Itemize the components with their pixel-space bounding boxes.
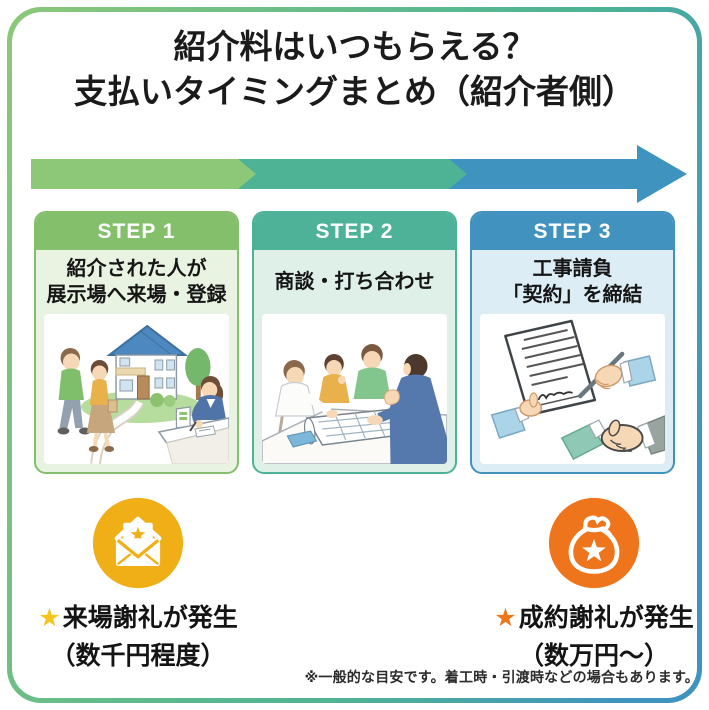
step-card-3: STEP 3 工事請負 「契約」を締結 — [470, 211, 675, 474]
house-icon — [106, 324, 189, 407]
reward-visit-amount: （数千円程度） — [50, 642, 226, 670]
customer-man-green — [353, 344, 391, 399]
arrow-segment-blue — [449, 145, 687, 203]
timeline-arrow — [31, 145, 687, 203]
reception-desk — [157, 401, 229, 464]
visitor-man — [57, 348, 91, 435]
step-card-1: STEP 1 紹介された人が 展示場へ来場・登録 — [34, 211, 239, 474]
page-title: 紹介料はいつもらえる？ 支払いタイミングまとめ（紹介者側） — [0, 25, 709, 115]
step3-desc-line2: 「契約」を締結 — [502, 284, 643, 306]
star-on-bag — [582, 538, 606, 562]
steps-row: STEP 1 紹介された人が 展示場へ来場・登録 — [34, 211, 675, 474]
title-line-1: 紹介料はいつもらえる？ — [173, 28, 536, 65]
title-line-2: 支払いタイミングまとめ（紹介者側） — [74, 72, 635, 110]
reward-contract-amount: （数万円〜） — [518, 642, 669, 670]
reward-visit-line1: ★来場謝礼が発生 — [32, 598, 244, 634]
step2-desc-line1: 商談・打ち合わせ — [274, 270, 435, 293]
reward-visit-title: 来場謝礼が発生 — [62, 604, 238, 632]
reward-visit: ★来場謝礼が発生 （数千円程度） — [32, 497, 244, 672]
signing-hand-with-pen — [578, 351, 657, 399]
step1-header: STEP 1 — [36, 213, 237, 250]
arrow-segment-teal — [238, 159, 467, 189]
tablet — [286, 430, 318, 448]
footnote: ※一般的な目安です。着工時・引渡時などの場合もあります。 — [304, 669, 699, 685]
step2-header: STEP 2 — [254, 213, 455, 250]
contract-document — [504, 319, 597, 417]
step1-illustration — [44, 314, 229, 464]
handshake-icon — [560, 415, 665, 460]
customer-woman-yellow — [318, 354, 350, 403]
salesman-blue — [367, 354, 447, 464]
visitor-woman — [86, 360, 118, 452]
star-icon: ★ — [494, 604, 517, 632]
star-icon: ★ — [38, 604, 61, 632]
money-bag-icon — [548, 497, 640, 589]
step1-desc-line2: 展示場へ来場・登録 — [46, 284, 227, 306]
reward-contract: ★成約謝礼が発生 （数万円〜） — [488, 497, 700, 672]
star-on-letter — [130, 526, 146, 542]
reward-contract-title: 成約謝礼が発生 — [518, 604, 694, 632]
envelope-star-icon — [92, 497, 184, 589]
step3-illustration — [480, 314, 665, 464]
step2-description: 商談・打ち合わせ — [254, 250, 455, 314]
step3-header: STEP 3 — [472, 213, 673, 250]
step1-description: 紹介された人が 展示場へ来場・登録 — [36, 250, 237, 314]
holding-hand — [490, 392, 543, 439]
step3-description: 工事請負 「契約」を締結 — [472, 250, 673, 314]
step-card-2: STEP 2 商談・打ち合わせ — [252, 211, 457, 474]
receptionist — [194, 376, 227, 420]
customer-man-white — [274, 360, 316, 417]
arrow-segment-green — [31, 159, 256, 189]
tree-icon — [185, 348, 211, 400]
reward-contract-line1: ★成約謝礼が発生 — [488, 598, 700, 634]
step2-illustration — [262, 314, 447, 464]
step3-desc-line1: 工事請負 — [532, 257, 613, 280]
step1-desc-line1: 紹介された人が — [66, 257, 207, 280]
